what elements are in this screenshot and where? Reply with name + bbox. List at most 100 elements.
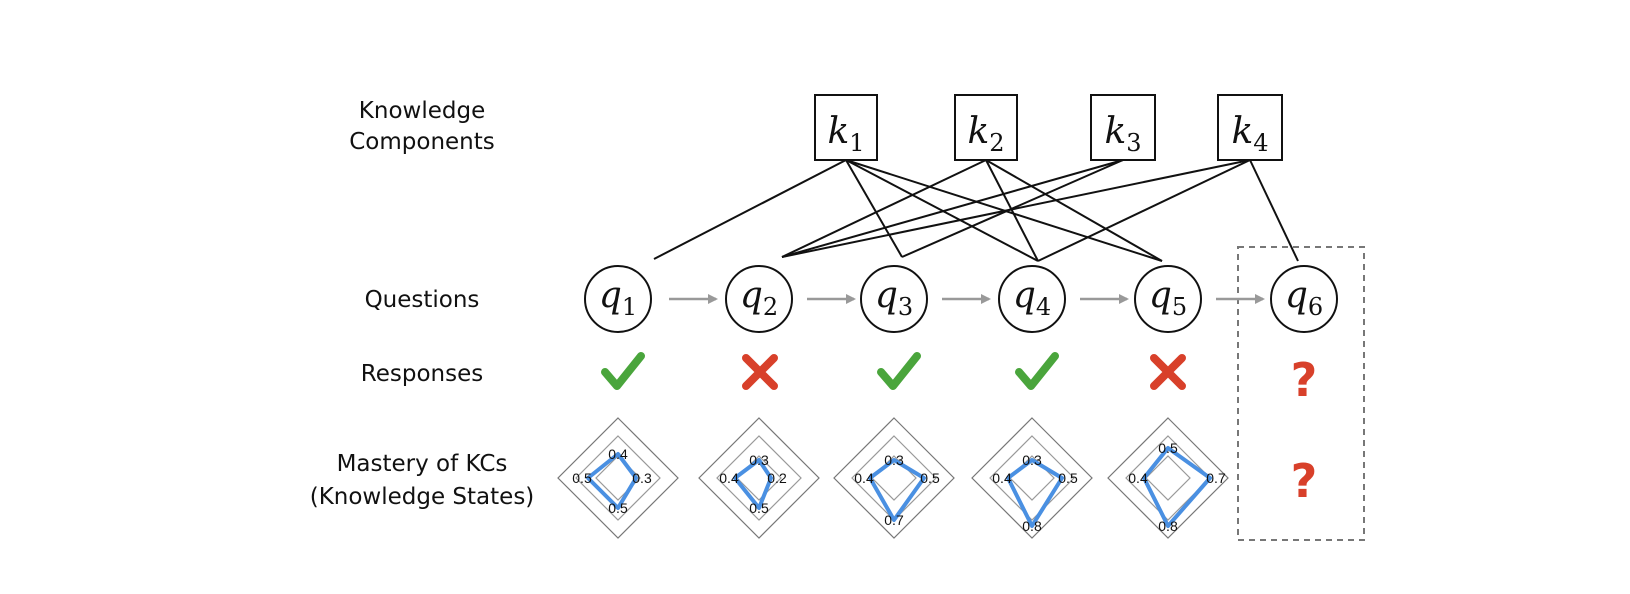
mastery-value-right: 0.5 [1058,470,1078,486]
responses: ? [601,352,1318,407]
q-4-sub: 4 [1036,293,1051,321]
edge-k3-q2 [781,159,1124,258]
edge-k4-q4 [1037,159,1251,262]
radar-chart-q3: 0.3 0.4 0.5 0.7 [833,417,955,539]
mastery-polygon [586,452,638,510]
edge-k4-q2 [781,159,1251,258]
kc-2-sub: 2 [989,129,1004,157]
mastery-value-right: 0.7 [1206,470,1226,486]
cross-icon [1150,354,1186,390]
q-6-var: q [1285,275,1308,316]
kc-2-var: k [967,111,989,152]
mastery-value-bottom: 0.5 [608,500,628,516]
mastery-label-line2: (Knowledge States) [310,484,535,510]
mastery-polygon [1006,458,1064,528]
kc-nodes: k1 k2 k3 k4 [814,94,1283,161]
mastery-value-left: 0.4 [1128,470,1148,486]
mastery-polygon [733,458,773,510]
q-4-var: q [1013,275,1036,316]
edge-k1-q1 [653,159,847,260]
mastery-value-left: 0.4 [992,470,1012,486]
kc-1-var: k [827,111,849,152]
kc-node-1: k1 [814,94,878,161]
mastery-value-left: 0.4 [719,470,739,486]
kc-4-var: k [1231,111,1253,152]
radar-chart-q5: 0.5 0.4 0.7 0.8 [1107,417,1229,539]
unknown-mastery-icon: ? [1291,454,1318,508]
mastery-value-bottom: 0.7 [884,512,904,528]
radar-grid-ring [716,435,802,521]
svg-text:q5: q5 [1149,275,1187,321]
question-node-4: q4 [998,265,1066,333]
edge-k1-q3 [845,159,903,258]
cross-icon [742,354,778,390]
q-1-var: q [599,275,622,316]
svg-text:k2: k2 [967,111,1004,157]
question-node-6: q6 [1270,265,1338,333]
radar-grid-ring [1145,455,1191,501]
edge-k2-q2 [781,159,987,258]
svg-text:k3: k3 [1104,111,1141,157]
edge-k2-q5 [985,159,1163,262]
q-3-var: q [875,275,898,316]
q-2-var: q [740,275,763,316]
svg-text:k1: k1 [827,111,864,157]
radar-grid-ring [989,435,1075,521]
mastery-value-top: 0.3 [749,452,769,468]
mastery-value-top: 0.3 [1022,452,1042,468]
radar-grid-ring [971,417,1093,539]
kc-3-sub: 3 [1126,129,1141,157]
kc-node-2: k2 [954,94,1018,161]
svg-text:q1: q1 [599,275,637,321]
kc-3-var: k [1104,111,1126,152]
edge-k2-q4 [985,159,1039,262]
mastery-value-right: 0.2 [767,470,787,486]
mastery-value-bottom: 0.5 [749,500,769,516]
mastery-label-line1: Mastery of KCs [337,451,508,477]
radar-grid-ring [1107,417,1229,539]
kc-node-4: k4 [1217,94,1283,161]
check-icon [601,352,645,390]
responses-label: Responses [361,361,483,387]
questions-label: Questions [365,287,480,313]
radar-grid-ring [557,417,679,539]
q-5-var: q [1149,275,1172,316]
check-icon [1015,352,1059,390]
svg-text:q6: q6 [1285,275,1323,321]
radar-grid-ring [575,435,661,521]
mastery-value-top: 0.3 [884,452,904,468]
mastery-value-left: 0.5 [572,470,592,486]
radar-grid-ring [833,417,955,539]
svg-text:q2: q2 [740,275,778,321]
mastery-value-bottom: 0.8 [1158,518,1178,534]
radar-chart-q2: 0.3 0.4 0.2 0.5 [698,417,820,539]
q-3-sub: 3 [898,293,913,321]
q-5-sub: 5 [1172,293,1187,321]
kc-4-sub: 4 [1253,129,1268,157]
q-2-sub: 2 [763,293,778,321]
q-1-sub: 1 [622,293,637,321]
check-icon [877,352,921,390]
radar-grid-ring [1125,435,1211,521]
svg-text:q4: q4 [1013,275,1051,321]
kc-label-line1: Knowledge [359,98,485,124]
kc-label-line2: Components [349,129,495,155]
question-node-3: q3 [860,265,928,333]
mastery-value-left: 0.4 [854,470,874,486]
row-labels: Knowledge Components Questions Responses… [310,98,535,510]
mastery-value-top: 0.5 [1158,440,1178,456]
question-node-5: q5 [1134,265,1202,333]
mastery-value-right: 0.5 [920,470,940,486]
mastery-polygon [868,458,926,522]
mastery-polygon [1142,446,1212,528]
question-node-1: q1 [584,265,652,333]
unknown-response-icon: ? [1291,353,1318,407]
kc-node-3: k3 [1090,94,1156,161]
kc-1-sub: 1 [849,129,864,157]
svg-text:q3: q3 [875,275,913,321]
kc-question-edges [653,159,1299,262]
